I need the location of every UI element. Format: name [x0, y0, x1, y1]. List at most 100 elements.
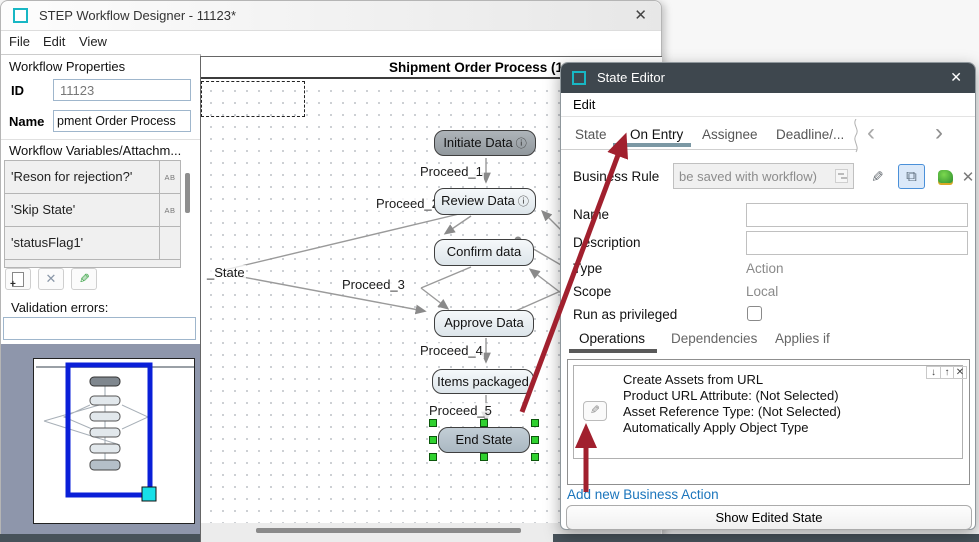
transition-label[interactable]: Proceed_5: [428, 403, 493, 418]
divider: [561, 149, 857, 150]
variable-row[interactable]: 'Reson for rejection?' AB: [5, 161, 180, 194]
minimap-drawing: [36, 362, 194, 502]
type-label: Type: [573, 261, 603, 276]
add-variable-button[interactable]: +: [5, 268, 31, 290]
tab-operations-active[interactable]: Operations: [579, 331, 646, 346]
variable-row[interactable]: 'statusFlag1': [5, 227, 180, 260]
properties-title: Workflow Properties: [9, 59, 126, 74]
state-node-items-packaged[interactable]: Items packaged: [432, 369, 534, 394]
minimap-viewport[interactable]: [65, 362, 153, 498]
menu-edit[interactable]: Edit: [573, 97, 596, 112]
tab-applies-if[interactable]: Applies if: [775, 331, 830, 346]
close-icon[interactable]: ✕: [634, 7, 647, 24]
operation-line: Product URL Attribute: (Not Selected): [623, 388, 839, 403]
state-editor-dialog: State Editor ✕ Edit State On Entry Assig…: [560, 62, 976, 530]
attribute-type-badge: AB: [159, 194, 180, 226]
delete-icon: ✕: [45, 271, 57, 286]
clear-rule-icon[interactable]: ✕: [961, 168, 975, 186]
show-edited-state-button[interactable]: Show Edited State: [566, 505, 972, 530]
divider: [1, 139, 200, 140]
remove-operation-icon[interactable]: ✕: [953, 367, 966, 378]
dialog-titlebar[interactable]: State Editor ✕: [561, 63, 975, 93]
state-node-end-state-selected[interactable]: End State: [438, 427, 530, 453]
tab-deadline[interactable]: Deadline/...: [776, 127, 845, 142]
transition-label[interactable]: Proceed_1: [419, 164, 484, 179]
selection-handle[interactable]: [480, 453, 488, 461]
state-node-confirm-data[interactable]: Confirm data: [434, 239, 534, 266]
move-down-icon[interactable]: ↓: [931, 367, 936, 378]
hierarchy-icon[interactable]: [835, 169, 848, 183]
minimap-resize-handle[interactable]: [141, 486, 157, 502]
active-tab-underline: [569, 349, 657, 353]
transition-label[interactable]: Proceed_2: [375, 196, 440, 211]
main-titlebar[interactable]: STEP Workflow Designer - 11123* ✕: [1, 1, 661, 31]
edit-pencil-icon: ✎: [78, 271, 90, 286]
app-icon: [13, 8, 28, 23]
selection-handle[interactable]: [531, 419, 539, 427]
edit-rule-pencil-icon[interactable]: ✎: [871, 168, 884, 186]
selection-handle[interactable]: [429, 453, 437, 461]
validation-errors-label: Validation errors:: [11, 300, 109, 315]
tab-assignee[interactable]: Assignee: [702, 127, 758, 142]
id-field[interactable]: [53, 79, 191, 101]
variables-scrollbar[interactable]: [185, 173, 190, 213]
window-title: STEP Workflow Designer - 11123*: [39, 8, 237, 23]
selection-handle[interactable]: [429, 419, 437, 427]
close-icon[interactable]: ✕: [950, 69, 962, 85]
minimap-panel: [1, 344, 201, 537]
transition-label[interactable]: Proceed_4: [419, 343, 484, 358]
tab-scroll-left-icon[interactable]: ‹: [867, 119, 875, 146]
id-label: ID: [11, 83, 24, 98]
operations-list: [567, 359, 970, 485]
rule-description-field[interactable]: [746, 231, 968, 255]
operation-line: Automatically Apply Object Type: [623, 420, 809, 435]
menu-file[interactable]: File: [9, 34, 30, 49]
node-label: Approve Data: [444, 315, 524, 330]
variable-row-partial: [5, 260, 180, 268]
variable-row[interactable]: 'Skip State' AB: [5, 194, 180, 227]
rule-name-field[interactable]: [746, 203, 968, 227]
attribute-type-badge: [159, 227, 180, 259]
edit-operation-button[interactable]: ✎: [583, 401, 607, 421]
business-rule-label: Business Rule: [573, 169, 660, 184]
transition-label[interactable]: Proceed_3: [341, 277, 406, 292]
variables-table: 'Reson for rejection?' AB 'Skip State' A…: [4, 160, 181, 268]
validation-errors-box[interactable]: [3, 317, 196, 340]
add-new-business-action-link[interactable]: Add new Business Action: [567, 487, 719, 502]
operation-line: Create Assets from URL: [623, 372, 764, 387]
tab-on-entry-active[interactable]: On Entry: [630, 127, 684, 142]
info-icon: ⓘ: [515, 138, 527, 150]
run-as-privileged-checkbox[interactable]: [747, 306, 762, 321]
edit-variable-button[interactable]: ✎: [71, 268, 97, 290]
selection-handle[interactable]: [480, 419, 488, 427]
delete-variable-button[interactable]: ✕: [38, 268, 64, 290]
selection-handle[interactable]: [531, 453, 539, 461]
transition-label[interactable]: _State: [206, 265, 246, 280]
copy-rule-icon[interactable]: ⧉: [898, 164, 925, 189]
tab-dependencies[interactable]: Dependencies: [671, 331, 758, 346]
menu-edit[interactable]: Edit: [43, 34, 66, 49]
canvas-footer: [201, 523, 661, 542]
state-node-approve-data[interactable]: Approve Data: [434, 310, 534, 337]
minimap[interactable]: [33, 358, 195, 524]
business-rule-field[interactable]: [673, 163, 854, 189]
run-as-privileged-label: Run as privileged: [573, 307, 678, 322]
name-label: Name: [573, 207, 610, 222]
scope-value: Local: [746, 284, 779, 299]
horizontal-scrollbar[interactable]: [256, 528, 521, 533]
selection-outline: [201, 81, 305, 117]
menu-view[interactable]: View: [79, 34, 107, 49]
operation-line: Asset Reference Type: (Not Selected): [623, 404, 841, 419]
selection-handle[interactable]: [429, 436, 437, 444]
move-up-icon[interactable]: ↑: [940, 367, 953, 378]
tab-overflow-squiggle: [854, 119, 858, 153]
workflow-name-field[interactable]: [53, 110, 191, 132]
selection-handle[interactable]: [531, 436, 539, 444]
tab-state[interactable]: State: [575, 127, 607, 142]
name-label: Name: [9, 114, 45, 129]
info-icon: ⓘ: [517, 196, 529, 208]
new-business-rule-icon[interactable]: [932, 164, 959, 189]
tab-scroll-right-icon[interactable]: ›: [935, 119, 943, 146]
